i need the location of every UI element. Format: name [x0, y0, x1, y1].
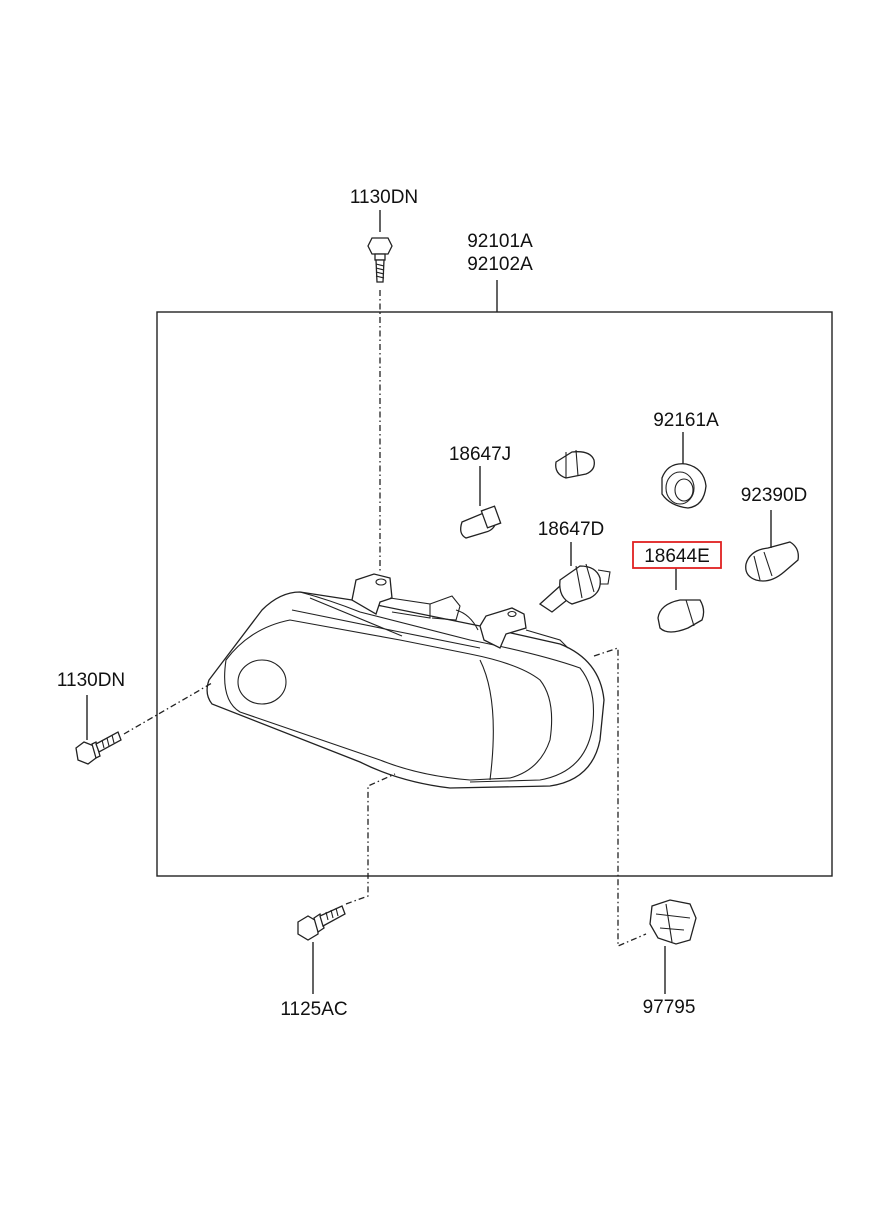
clip-97795-icon[interactable]: [649, 899, 697, 945]
label-bolt-left: 1130DN: [57, 670, 125, 691]
headlamp-housing-icon[interactable]: [206, 573, 605, 789]
clip-97795-path: [593, 647, 647, 947]
label-bolt-bottom: 1125AC: [280, 999, 347, 1020]
bulb-socket-icon[interactable]: [555, 449, 595, 479]
label-bulb-18644e[interactable]: 18644E: [644, 546, 710, 567]
label-assembly-line2: 92102A: [467, 254, 533, 275]
bolt-left-path: [123, 682, 213, 735]
bolt-bottom-path: [345, 773, 396, 905]
socket-92161a-icon[interactable]: [661, 463, 707, 509]
bulb-18647j-icon[interactable]: [460, 505, 502, 539]
bolt-left-icon[interactable]: [75, 731, 122, 765]
bolt-bottom-icon[interactable]: [297, 905, 346, 941]
bolt-top-icon[interactable]: [367, 237, 393, 283]
label-assembly-line1: 92101A: [467, 231, 533, 252]
label-clip-97795: 97795: [643, 997, 696, 1018]
highlight-box: [632, 541, 722, 569]
socket-92390d-icon[interactable]: [745, 541, 799, 582]
bulb-18644e-icon[interactable]: [657, 599, 705, 633]
label-bulb-18647j: 18647J: [449, 444, 511, 465]
bulb-18647d-icon[interactable]: [538, 563, 611, 613]
label-socket-92390d: 92390D: [741, 485, 808, 506]
label-socket-92161a: 92161A: [653, 410, 719, 431]
label-bulb-18647d: 18647D: [538, 519, 605, 540]
label-bolt-top: 1130DN: [350, 187, 418, 208]
assembly-frame: [156, 311, 833, 877]
